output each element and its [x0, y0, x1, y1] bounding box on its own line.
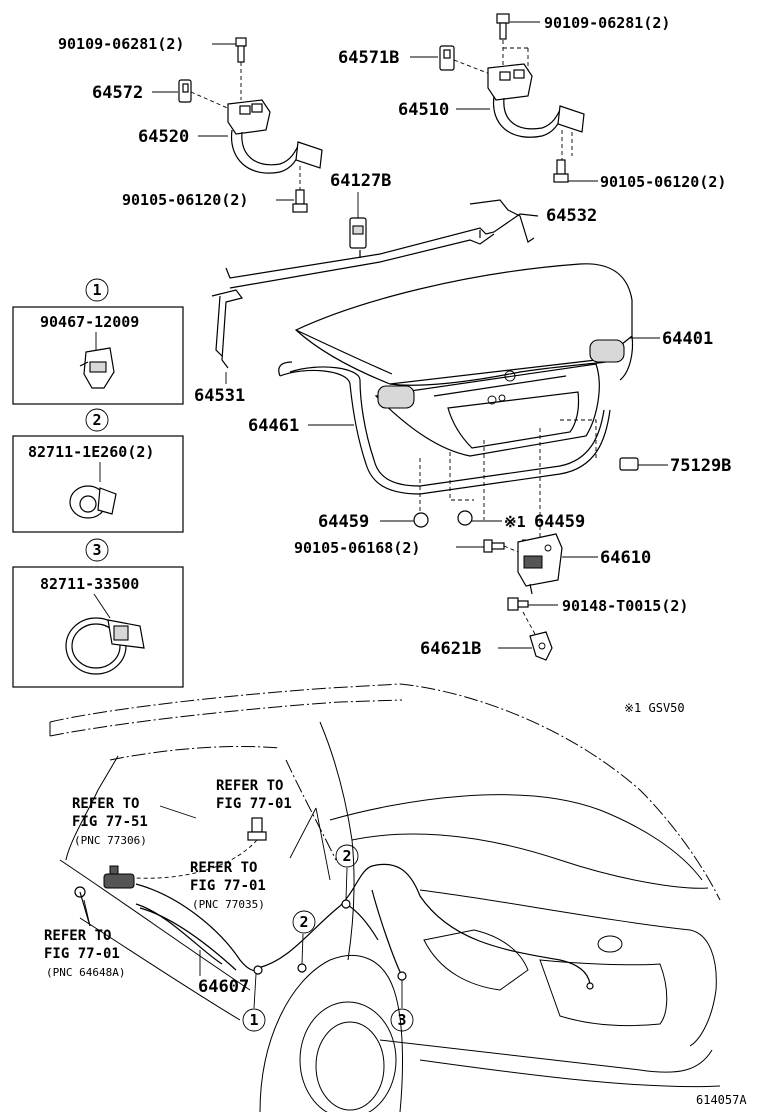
cable-callout-2a: 2: [299, 913, 308, 931]
left-hinge-group: 90109-06281(2) 64572 64520: [58, 35, 323, 213]
stopper-icon: [349, 217, 367, 249]
cable-callout-1: 1: [249, 1011, 258, 1029]
ref1-line2[interactable]: FIG 77-51: [72, 814, 148, 830]
ref1-line1[interactable]: REFER TO: [72, 796, 139, 812]
right-hinge-label[interactable]: 64510: [398, 100, 449, 120]
left-clip-label[interactable]: 64572: [92, 83, 143, 103]
striker-icon: [529, 631, 553, 661]
bolt-icon: [235, 37, 247, 63]
clip-boxes: 1 90467-12009 2 82711-1E260(2) 3 82711-3…: [12, 278, 184, 688]
left-bolt-bottom-label[interactable]: 90105-06120(2): [122, 191, 248, 209]
cushion-right-label[interactable]: 64459: [534, 512, 585, 532]
ref4-line2[interactable]: FIG 77-01: [44, 946, 120, 962]
torsion-bars: 64532 64531: [194, 199, 597, 406]
lock-screw-label[interactable]: 90148-T0015(2): [562, 597, 688, 615]
luggage-door-label[interactable]: 64401: [662, 329, 713, 349]
cable-callout-3: 3: [397, 1011, 406, 1029]
torsion-bar-right-label[interactable]: 64532: [546, 206, 597, 226]
opener-lever-icon: [103, 865, 135, 889]
bolt-icon: [292, 189, 308, 213]
car-body-icon: [49, 683, 721, 1112]
ref3-line2[interactable]: FIG 77-01: [190, 878, 266, 894]
cable-part-label[interactable]: 64607: [198, 977, 249, 997]
hinge-icon: [227, 99, 323, 174]
right-clip-label[interactable]: 64571B: [338, 48, 399, 68]
band-clip-icon: [65, 617, 145, 675]
clip-index-3: 3: [92, 541, 101, 559]
right-bolt-top-label[interactable]: 90109-06281(2): [544, 14, 670, 32]
ref1-line3[interactable]: (PNC 77306): [74, 834, 147, 847]
figure-id: 614057A: [696, 1093, 747, 1107]
bolt-icon: [496, 13, 510, 40]
cushion-icon: [457, 510, 473, 526]
left-hinge-label[interactable]: 64520: [138, 127, 189, 147]
right-hinge-group: 90109-06281(2) 64571B 64510: [338, 13, 726, 191]
bolt-icon: [483, 539, 505, 553]
bumper-stop-group: 64127B: [330, 171, 391, 249]
clip-icon: [79, 347, 115, 389]
bolt-icon: [247, 817, 267, 841]
ref3-line3[interactable]: (PNC 77035): [192, 898, 265, 911]
clip-icon: [69, 485, 117, 519]
lock-group: 90105-06168(2) 64610 90148-T0015(2) 6462…: [294, 533, 688, 661]
hinge-icon: [487, 63, 585, 138]
luggage-door: 64401: [294, 263, 713, 457]
weatherstrip: 64461: [248, 361, 611, 495]
striker-label[interactable]: 64621B: [420, 639, 481, 659]
clip-index-2: 2: [92, 411, 101, 429]
cable-callout-2b: 2: [342, 847, 351, 865]
clip-icon: [178, 79, 192, 103]
bumper-stop-label[interactable]: 64127B: [330, 171, 391, 191]
cushion-label[interactable]: 75129B: [670, 456, 731, 476]
ref2-line1[interactable]: REFER TO: [216, 778, 283, 794]
bolt-icon: [553, 159, 569, 183]
torsion-bar-left-label[interactable]: 64531: [194, 386, 245, 406]
cushion-icon: [413, 512, 429, 528]
cushion-icon: [619, 457, 639, 471]
lock-icon: [517, 533, 563, 595]
clip-part-2[interactable]: 82711-1E260(2): [28, 443, 154, 461]
right-bolt-bottom-label[interactable]: 90105-06120(2): [600, 173, 726, 191]
cushions: 75129B 64459 ※1 64459: [318, 456, 731, 532]
cushion-left-label[interactable]: 64459: [318, 512, 369, 532]
refer-labels: REFER TO FIG 77-51 (PNC 77306) REFER TO …: [44, 778, 331, 979]
ref4-line1[interactable]: REFER TO: [44, 928, 111, 944]
left-bolt-top-label[interactable]: 90109-06281(2): [58, 35, 184, 53]
ref3-line1[interactable]: REFER TO: [190, 860, 257, 876]
clip-part-3[interactable]: 82711-33500: [40, 575, 139, 593]
clip-index-1: 1: [92, 281, 101, 299]
lock-assy-label[interactable]: 64610: [600, 548, 651, 568]
ref2-line2[interactable]: FIG 77-01: [216, 796, 292, 812]
note-label: ※1 GSV50: [624, 701, 685, 715]
screw-icon: [507, 597, 529, 611]
lock-bolt-label[interactable]: 90105-06168(2): [294, 539, 420, 557]
cable-group: 1 2 2 3 64607: [74, 817, 594, 1032]
ref4-line3[interactable]: (PNC 64648A): [46, 966, 125, 979]
clip-part-1[interactable]: 90467-12009: [40, 313, 139, 331]
clip-icon: [439, 45, 455, 71]
weatherstrip-label[interactable]: 64461: [248, 416, 299, 436]
cushion-right-mark: ※1: [504, 513, 526, 531]
